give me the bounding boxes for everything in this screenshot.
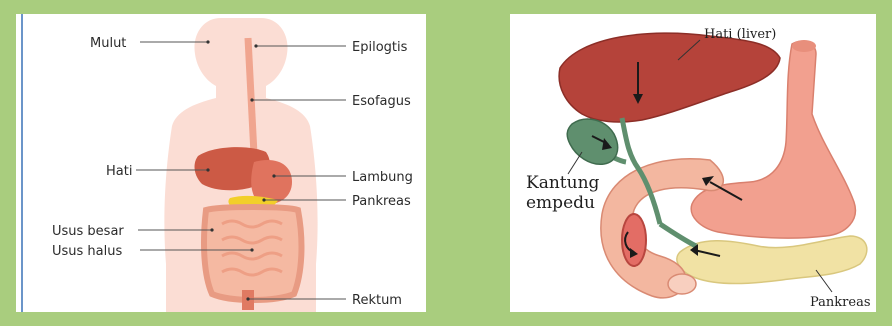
- label-lambung: Lambung: [352, 170, 413, 185]
- liver-pancreas-detail-panel: Hati (liver) Kantung empedu Pankreas: [510, 14, 876, 312]
- label-usus-halus: Usus halus: [52, 244, 122, 259]
- label-usus-besar: Usus besar: [52, 224, 124, 239]
- label-hati-liver: Hati (liver): [704, 27, 776, 42]
- body-diagram: Mulut Epilogtis Esofagus Hati Lambung Pa…: [16, 14, 426, 312]
- intestine-end: [668, 274, 696, 294]
- esophagus-opening: [792, 40, 816, 52]
- label-rektum: Rektum: [352, 293, 402, 308]
- label-hati: Hati: [106, 164, 132, 179]
- pancreas-shape: [677, 236, 867, 284]
- liver-shape: [559, 33, 780, 122]
- label-kantung: Kantung: [526, 173, 600, 193]
- label-mulut: Mulut: [90, 36, 126, 51]
- label-pankreas: Pankreas: [810, 295, 871, 310]
- gallbladder-shape: [567, 119, 617, 164]
- label-epiglotis: Epilogtis: [352, 40, 408, 55]
- pancreatic-duct: [660, 224, 696, 246]
- digestive-system-body-panel: Mulut Epilogtis Esofagus Hati Lambung Pa…: [16, 14, 426, 312]
- organ-detail-diagram: Hati (liver) Kantung empedu Pankreas: [510, 14, 876, 312]
- label-esofagus: Esofagus: [352, 94, 411, 109]
- label-pankreas: Pankreas: [352, 194, 411, 209]
- large-intestine-shape: [204, 207, 301, 300]
- label-empedu: empedu: [526, 193, 595, 213]
